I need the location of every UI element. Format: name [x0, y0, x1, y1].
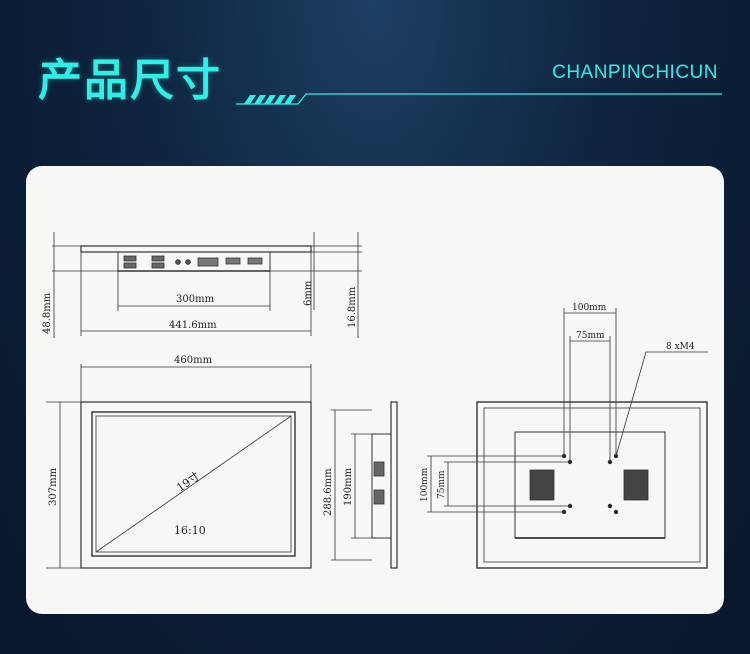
screen-size-label: 19寸	[174, 469, 203, 495]
header-stripe-4	[274, 95, 286, 104]
screw-spec-label: 8 xM4	[666, 342, 695, 352]
diagram-panel: 48.8mm 300mm 441.6mm 6mm 16.8mm 460mm 30…	[26, 166, 724, 614]
header-divider	[236, 93, 722, 105]
dim-width-label: 460mm	[174, 355, 213, 366]
side-view-body	[80, 245, 312, 253]
dim-inner-width-label: 441.6mm	[169, 320, 217, 331]
page-subtitle: CHANPINCHICUN	[552, 62, 718, 83]
header-stripe-2	[254, 95, 266, 104]
dimension-drawing: 48.8mm 300mm 441.6mm 6mm 16.8mm 460mm 30…	[42, 232, 708, 569]
header-rule	[236, 93, 722, 105]
dim-height-label: 307mm	[48, 467, 59, 506]
dim-thickness-label: 16.8mm	[347, 286, 358, 328]
page-title: 产品尺寸	[38, 55, 222, 106]
header-stripe-5	[284, 95, 296, 104]
header-stripe-3	[264, 95, 276, 104]
dim-bezel-label: 6mm	[303, 280, 314, 306]
vesa-outer-v-label: 100mm	[420, 467, 430, 502]
front-view-screen	[91, 411, 296, 557]
aspect-ratio-label: 16:10	[174, 524, 206, 537]
back-view-frame	[476, 401, 708, 569]
profile-view-bracket	[371, 433, 392, 539]
profile-bracket-label: 190mm	[343, 467, 354, 506]
vesa-inner-v-label: 75mm	[437, 470, 447, 499]
front-view-diagonal	[95, 415, 292, 553]
header-stripe-1	[244, 95, 256, 104]
profile-height-label: 288.6mm	[323, 468, 334, 516]
vesa-inner-label: 75mm	[576, 331, 605, 341]
dim-port-width-label: 300mm	[176, 294, 215, 305]
screw-leader	[615, 351, 708, 457]
profile-view-body	[390, 401, 398, 569]
vesa-outer-label: 100mm	[572, 303, 607, 313]
dim-depth-label: 48.8mm	[42, 292, 53, 334]
front-view-bezel	[80, 401, 312, 569]
side-view-ports	[117, 251, 271, 272]
